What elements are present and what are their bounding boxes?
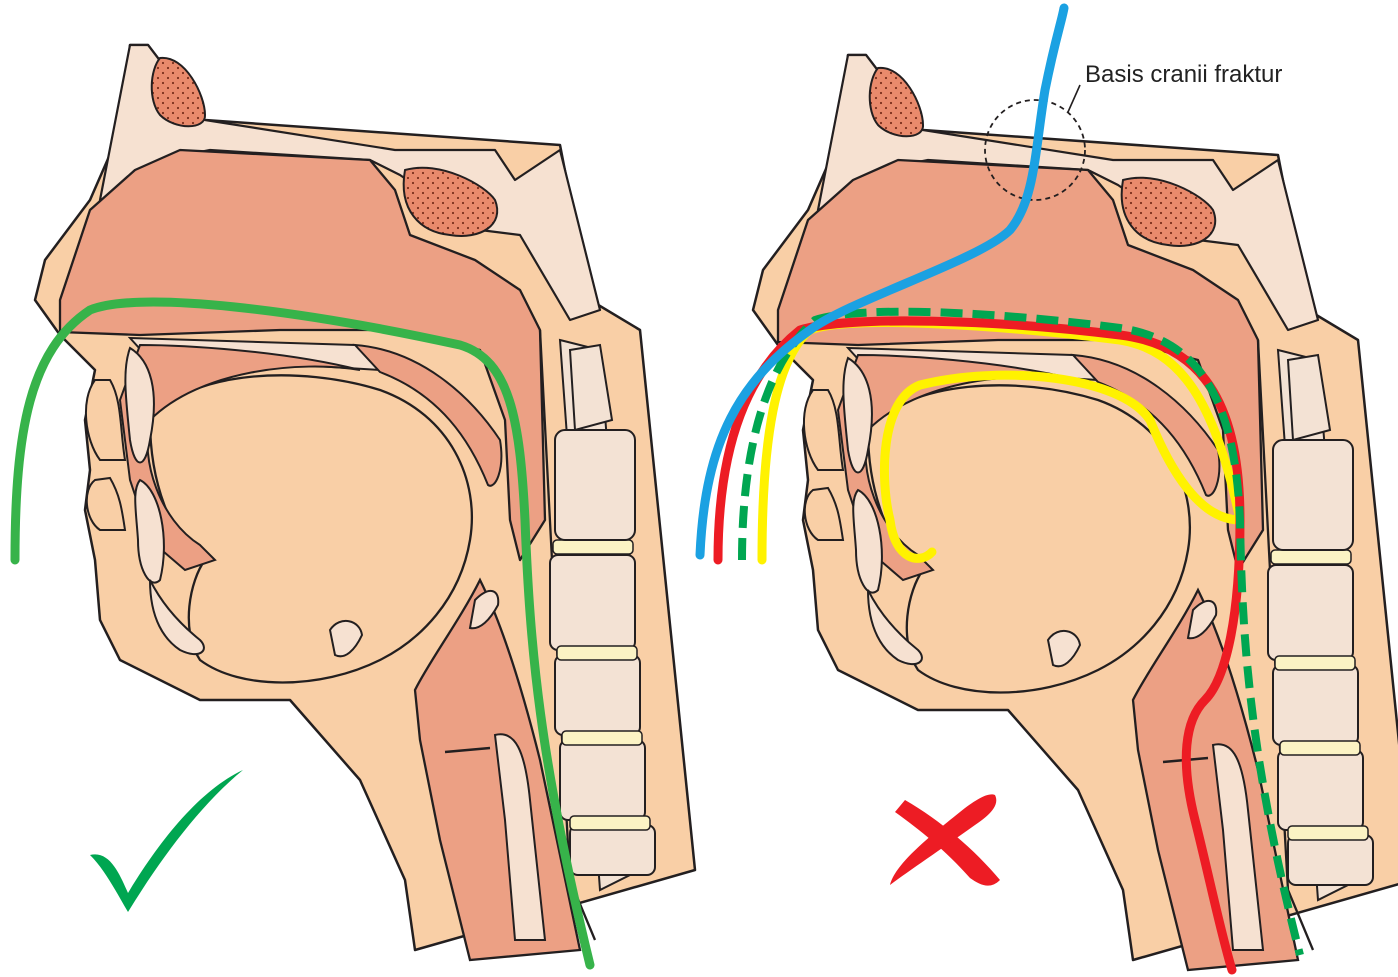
- head-anatomy-left: [35, 45, 695, 960]
- head-anatomy-right: [753, 55, 1398, 970]
- cross-mark-icon: [890, 794, 1000, 885]
- correct-panel: [15, 45, 695, 965]
- fracture-label: Basis cranii fraktur: [1085, 61, 1282, 88]
- fracture-label-leader: [1068, 85, 1080, 112]
- check-mark-icon: [90, 770, 243, 912]
- incorrect-panel: [753, 55, 1398, 970]
